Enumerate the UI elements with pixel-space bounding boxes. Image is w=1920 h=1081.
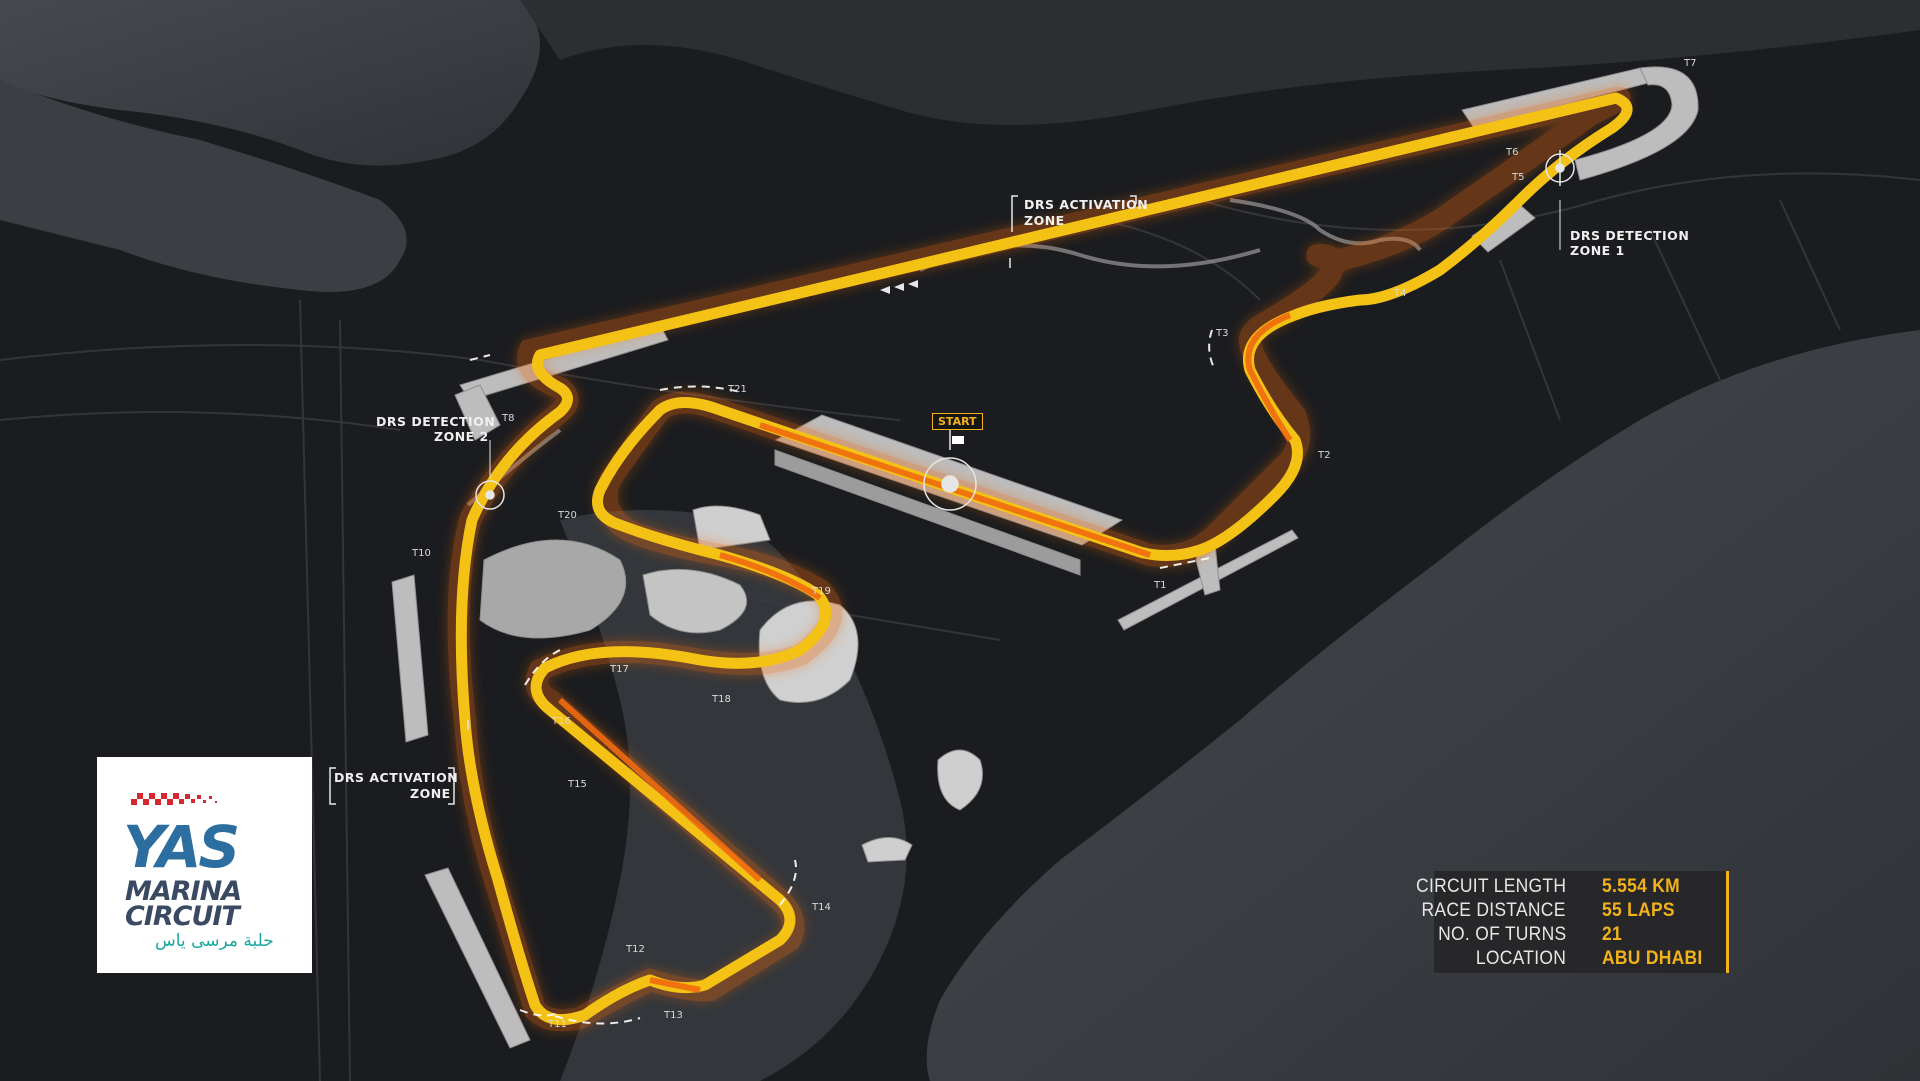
turn-label-t11: T11 (548, 1019, 567, 1030)
info-label: LOCATION (1475, 948, 1566, 969)
water-right-channel (926, 330, 1920, 1081)
info-value: 55 LAPS (1602, 900, 1675, 921)
drs-activation-zone-top-line2: ZONE (1024, 213, 1065, 228)
track-top-straight (538, 92, 1618, 361)
info-value: 21 (1602, 924, 1622, 945)
info-value: 5.554 KM (1602, 876, 1680, 897)
turn-label-t5: T5 (1512, 172, 1525, 183)
kerbs (469, 329, 1216, 1025)
road-network (0, 172, 1920, 1081)
turn-label-t21: T21 (728, 384, 747, 395)
drs-detection-marker-1 (1545, 150, 1575, 250)
yas-marina-circuit-logo: YAS MARINA CIRCUIT حلبة مرسى ياس (97, 757, 312, 973)
turn-label-t15: T15 (568, 779, 587, 790)
info-row-no-of-turns: NO. OF TURNS 21 (1434, 924, 1726, 949)
info-label: NO. OF TURNS (1437, 924, 1566, 945)
turn-label-t16: T16 (552, 716, 571, 727)
turn-label-t3: T3 (1216, 328, 1229, 339)
drs-detection-marker-2 (475, 440, 505, 510)
drs-activation-zone-top-line1: DRS ACTIVATION (1024, 197, 1149, 212)
drs-detection-zone-2-line1: DRS DETECTION (376, 414, 496, 429)
turn-label-t14: T14 (812, 902, 831, 913)
turn-label-t10: T10 (412, 548, 431, 559)
logo-yas-text: YAS (123, 813, 240, 881)
logo-circuit-text: CIRCUIT (125, 901, 240, 932)
checkered-flag-icon (131, 793, 217, 805)
drs-activation-bracket-top (1009, 195, 1137, 268)
start-label: START (932, 413, 983, 430)
info-row-race-distance: RACE DISTANCE 55 LAPS (1422, 900, 1726, 925)
turn-label-t19: T19 (812, 586, 831, 597)
turn-label-t18: T18 (712, 694, 731, 705)
info-value: ABU DHABI (1602, 948, 1703, 969)
drs-activation-zone-left-line1: DRS ACTIVATION (334, 770, 459, 785)
logo-marina-text: MARINA (125, 876, 242, 907)
drs-activation-zone-left-line2: ZONE (410, 786, 451, 801)
turn-label-t8: T8 (502, 413, 515, 424)
turn-label-t17: T17 (610, 664, 629, 675)
direction-arrows (880, 280, 918, 294)
water-left-lagoon (0, 80, 407, 292)
turn-label-t1: T1 (1154, 580, 1167, 591)
drs-activation-bracket-left (329, 720, 469, 805)
logo-arabic-text: حلبة مرسى ياس (155, 931, 274, 951)
turn-label-t7: T7 (1684, 58, 1697, 69)
water-top-left (0, 0, 540, 166)
turn-label-t20: T20 (558, 510, 577, 521)
water-top (520, 0, 1920, 125)
turn-label-t6: T6 (1506, 147, 1519, 158)
info-row-location: LOCATION ABU DHABI (1434, 948, 1726, 973)
turn-label-t12: T12 (626, 944, 645, 955)
drs-detection-zone-2-line2: ZONE 2 (434, 429, 489, 444)
turn-label-t4: T4 (1394, 288, 1407, 299)
turn-label-t2: T2 (1318, 450, 1331, 461)
info-row-circuit-length: CIRCUIT LENGTH 5.554 KM (1416, 876, 1726, 901)
turn-label-t13: T13 (664, 1010, 683, 1021)
drs-detection-zone-1-line1: DRS DETECTION (1570, 228, 1690, 243)
circuit-info-panel: CIRCUIT LENGTH 5.554 KM RACE DISTANCE 55… (1416, 871, 1729, 973)
info-label: CIRCUIT LENGTH (1415, 876, 1566, 897)
info-label: RACE DISTANCE (1421, 900, 1566, 921)
drs-detection-zone-1-line2: ZONE 1 (1570, 243, 1625, 258)
start-marker (923, 430, 977, 511)
